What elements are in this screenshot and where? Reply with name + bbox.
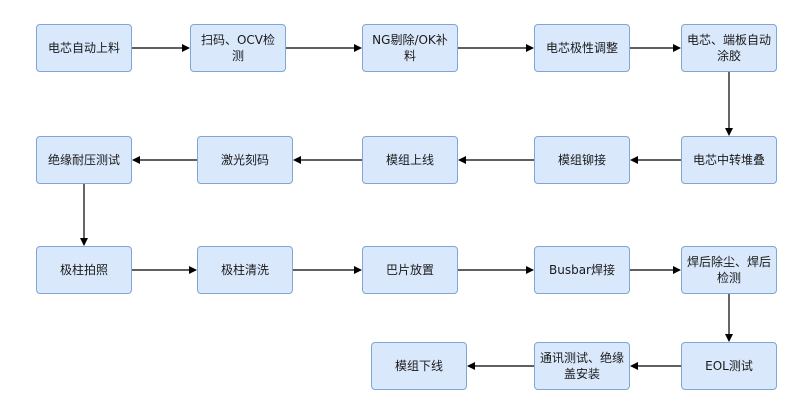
step-eol-test: EOL测试 [681,342,777,390]
step-label: 极柱拍照 [59,263,108,277]
step-module-offline: 模组下线 [371,342,467,390]
step-label: 焊后除尘、焊后检测 [686,255,771,285]
step-module-online: 模组上线 [362,136,458,184]
step-cell-transfer-stacking: 电芯中转堆叠 [681,136,777,184]
step-scan-ocv-test: 扫码、OCV检测 [190,24,286,72]
step-busbar-placement: 巴片放置 [362,246,458,294]
step-insulation-withstand-test: 绝缘耐压测试 [36,136,132,184]
step-label: 电芯自动上料 [47,41,120,55]
step-label: EOL测试 [705,359,753,373]
step-busbar-welding: Busbar焊接 [534,246,630,294]
step-cell-polarity-adjust: 电芯极性调整 [534,24,630,72]
step-label: 电芯、端板自动涂胶 [686,33,771,63]
step-terminal-cleaning: 极柱清洗 [197,246,293,294]
step-label: 模组上线 [385,153,434,167]
step-label: 电芯中转堆叠 [692,153,765,167]
step-ng-reject-ok-refill: NG剔除/OK补料 [362,24,458,72]
step-post-weld-clean-inspect: 焊后除尘、焊后检测 [681,246,777,294]
step-label: 模组下线 [394,359,443,373]
step-label: 扫码、OCV检测 [200,33,276,63]
step-auto-gluing: 电芯、端板自动涂胶 [681,24,777,72]
step-laser-marking: 激光刻码 [197,136,293,184]
step-label: 激光刻码 [220,153,269,167]
step-label: 绝缘耐压测试 [47,153,120,167]
step-label: 模组铆接 [557,153,606,167]
step-label: 巴片放置 [385,263,434,277]
step-terminal-photo: 极柱拍照 [36,246,132,294]
step-module-riveting: 模组铆接 [534,136,630,184]
step-cell-auto-loading: 电芯自动上料 [36,24,132,72]
step-label: NG剔除/OK补料 [372,33,448,63]
step-label: Busbar焊接 [549,263,615,277]
step-label: 极柱清洗 [220,263,269,277]
step-label: 通讯测试、绝缘盖安装 [539,351,624,381]
step-label: 电芯极性调整 [545,41,618,55]
step-comm-test-cover-install: 通讯测试、绝缘盖安装 [534,342,630,390]
